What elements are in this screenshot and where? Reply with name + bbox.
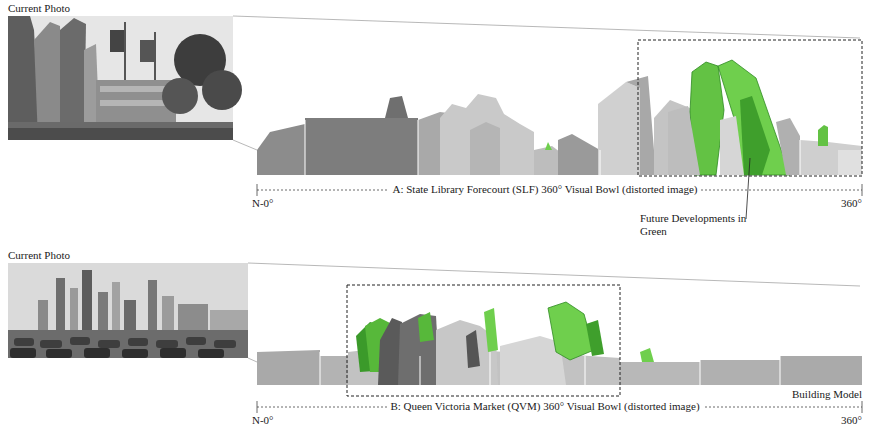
axis-title: A: State Library Forecourt (SLF) 360° Vi… (389, 183, 700, 196)
photo-heading: Current Photo (8, 249, 70, 262)
callout-note: Future Developments in Green (640, 212, 752, 238)
current-photo-a (8, 16, 242, 140)
leader-line (746, 158, 750, 219)
photo-heading: Current Photo (8, 2, 70, 15)
current-photo-b (8, 263, 248, 358)
degree-axis (257, 184, 862, 413)
model-label: Building Model (792, 388, 862, 401)
dashed-frame (347, 40, 862, 396)
axis-end: 360° (841, 197, 862, 210)
axis-start: N-0° (252, 197, 274, 210)
building-model-b (257, 302, 862, 385)
axis-end: 360° (841, 414, 862, 427)
axis-title: B: Queen Victoria Market (QVM) 360° Visu… (387, 400, 702, 413)
building-model-a (257, 60, 862, 175)
axis-start: N-0° (252, 414, 274, 427)
projection-lines (233, 16, 860, 362)
